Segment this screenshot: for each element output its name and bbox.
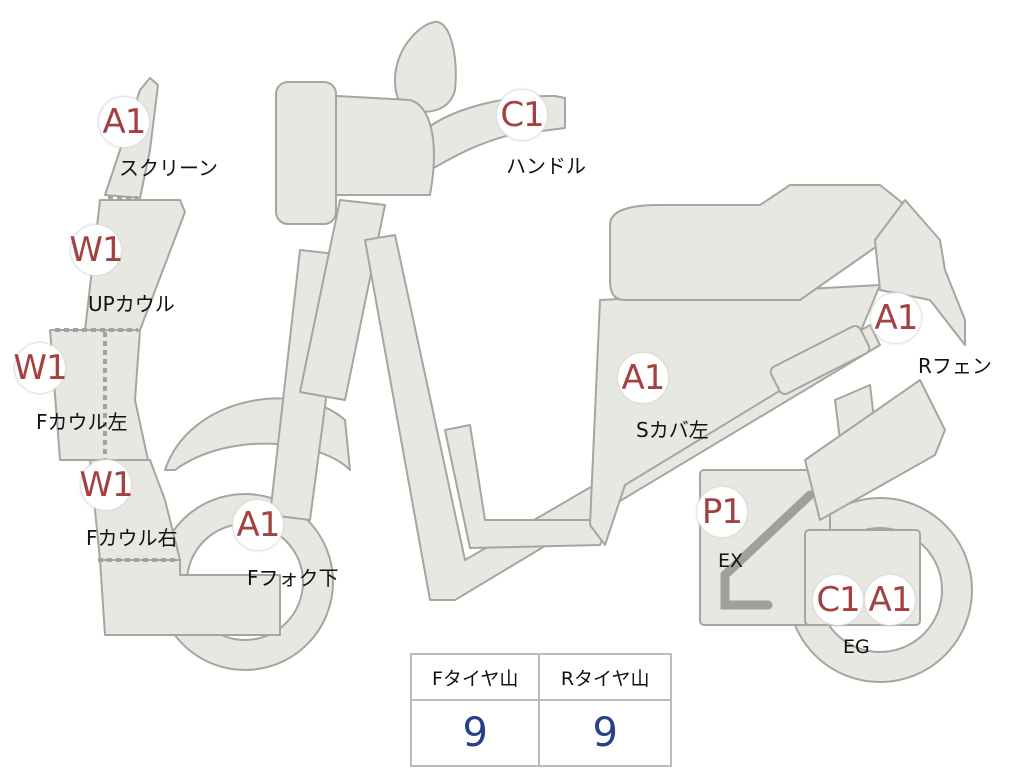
- airbox: [804, 379, 946, 521]
- code-badge-f-cowl-right: W1: [79, 460, 134, 510]
- tread-value-front: 9: [409, 699, 541, 767]
- tire-tread-table: Fタイヤ山 Rタイヤ山 9 9: [409, 653, 672, 767]
- seat: [609, 184, 906, 301]
- code-badge-f-fork-lower: A1: [233, 500, 283, 550]
- label-screen: スクリーン: [119, 156, 218, 180]
- label-f-cowl-right: Fカウル右: [86, 526, 178, 550]
- label-f-fork-lower: Fフォク下: [247, 566, 339, 590]
- headlight-housing: [319, 94, 435, 196]
- airbox-side: [769, 325, 871, 395]
- label-up-cowl: UPカウル: [88, 292, 175, 316]
- code-badge-eg-2: A1: [865, 575, 915, 625]
- tread-value-rear: 9: [538, 699, 672, 767]
- label-r-fender: Rフェン: [918, 354, 992, 378]
- headlight-lens: [275, 81, 337, 225]
- mirror: [394, 20, 457, 113]
- tread-header-row: Fタイヤ山 Rタイヤ山: [409, 653, 672, 701]
- tread-header-rear: Rタイヤ山: [538, 653, 672, 701]
- code-badge-screen: A1: [99, 97, 149, 147]
- fork-lower-cover: [99, 559, 281, 636]
- tread-value-row: 9 9: [409, 699, 672, 767]
- label-s-cover-left: Sカバ左: [636, 418, 709, 442]
- label-eg: EG: [843, 636, 870, 658]
- code-badge-up-cowl: W1: [69, 225, 124, 275]
- exhaust-pipe: [720, 490, 815, 610]
- steering-column: [299, 199, 386, 401]
- code-badge-eg-1: C1: [813, 575, 863, 625]
- code-badge-f-cowl-left: W1: [13, 343, 68, 393]
- code-badge-s-cover-left: A1: [618, 353, 668, 403]
- label-f-cowl-left: Fカウル左: [36, 410, 128, 434]
- label-handle: ハンドル: [506, 154, 586, 178]
- code-badge-r-fender: A1: [871, 293, 921, 343]
- tread-header-front: Fタイヤ山: [409, 653, 541, 701]
- label-ex: EX: [718, 550, 744, 572]
- code-badge-handle: C1: [497, 90, 547, 140]
- floor-rail: [444, 424, 611, 549]
- code-badge-ex: P1: [697, 487, 747, 537]
- front-cowl-left-part: [49, 329, 149, 461]
